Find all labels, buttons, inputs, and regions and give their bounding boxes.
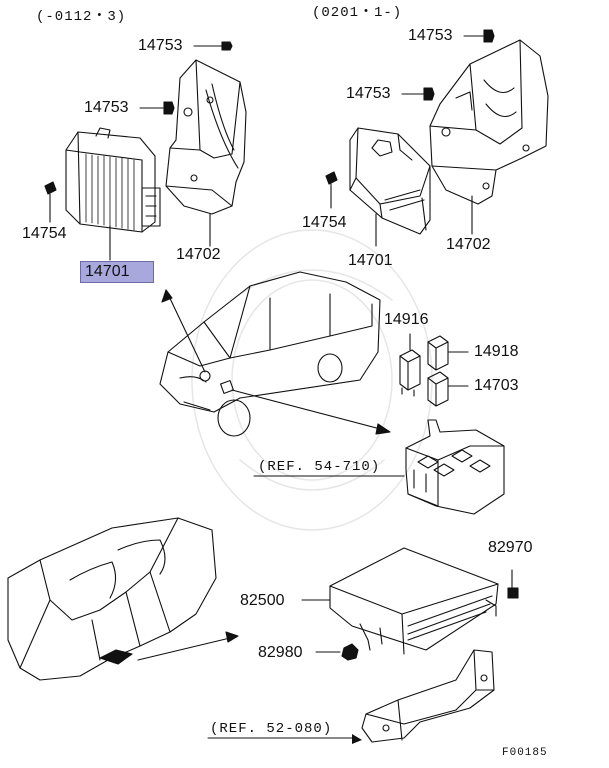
part-label-14753-b[interactable]: 14753: [84, 99, 129, 116]
amplifier-unit-left: [65, 127, 161, 233]
arrow-to-control-unit: [137, 631, 239, 661]
dashboard: [7, 517, 217, 681]
part-label-14918[interactable]: 14918: [474, 343, 519, 360]
bolt-14753-a: [193, 41, 233, 51]
vehicle-outline: [159, 271, 381, 437]
figure-code: F00185: [502, 747, 548, 759]
watermark-logo: [191, 229, 433, 531]
screw-82970: [507, 569, 519, 599]
reference-54-710[interactable]: (REF. 54-710): [258, 459, 381, 475]
date-range-left: (-0112・3): [36, 9, 127, 25]
nut-82980: [341, 643, 359, 661]
relay-box: [405, 419, 505, 515]
nut-14754-b: [325, 171, 338, 209]
part-label-14916[interactable]: 14916: [384, 311, 429, 328]
part-label-82500[interactable]: 82500: [240, 592, 285, 609]
bolt-14753-d: [401, 87, 435, 101]
arrow-to-amplifier: [161, 289, 206, 373]
bolt-14753-c: [463, 29, 495, 43]
reference-52-080[interactable]: (REF. 52-080): [210, 721, 333, 737]
amplifier-unit-right: [349, 127, 431, 235]
relay-14916: [399, 333, 421, 397]
part-label-14754-a[interactable]: 14754: [22, 225, 67, 242]
part-label-14702-b[interactable]: 14702: [446, 236, 491, 253]
part-label-14753-a[interactable]: 14753: [138, 37, 183, 54]
part-label-82970[interactable]: 82970: [488, 539, 533, 556]
bracket-right: [429, 39, 549, 205]
part-label-82980[interactable]: 82980: [258, 644, 303, 661]
relay-14918: [427, 335, 469, 371]
part-label-14701-highlighted[interactable]: 14701: [80, 261, 154, 283]
part-label-14701-b[interactable]: 14701: [348, 252, 393, 269]
part-label-14702-a[interactable]: 14702: [176, 246, 221, 263]
part-label-14753-c[interactable]: 14753: [408, 27, 453, 44]
part-label-14754-b[interactable]: 14754: [302, 214, 347, 231]
part-label-14703[interactable]: 14703: [474, 377, 519, 394]
bolt-14753-b: [139, 101, 175, 115]
mounting-bracket: [361, 649, 495, 743]
relay-14703: [427, 371, 469, 407]
control-unit: [329, 547, 499, 655]
part-label-14753-d[interactable]: 14753: [346, 85, 391, 102]
bracket-left: [165, 59, 247, 215]
date-range-right: (0201・1-): [312, 5, 403, 21]
nut-14754-a: [44, 181, 57, 223]
arrow-to-relay-box: [231, 389, 391, 435]
